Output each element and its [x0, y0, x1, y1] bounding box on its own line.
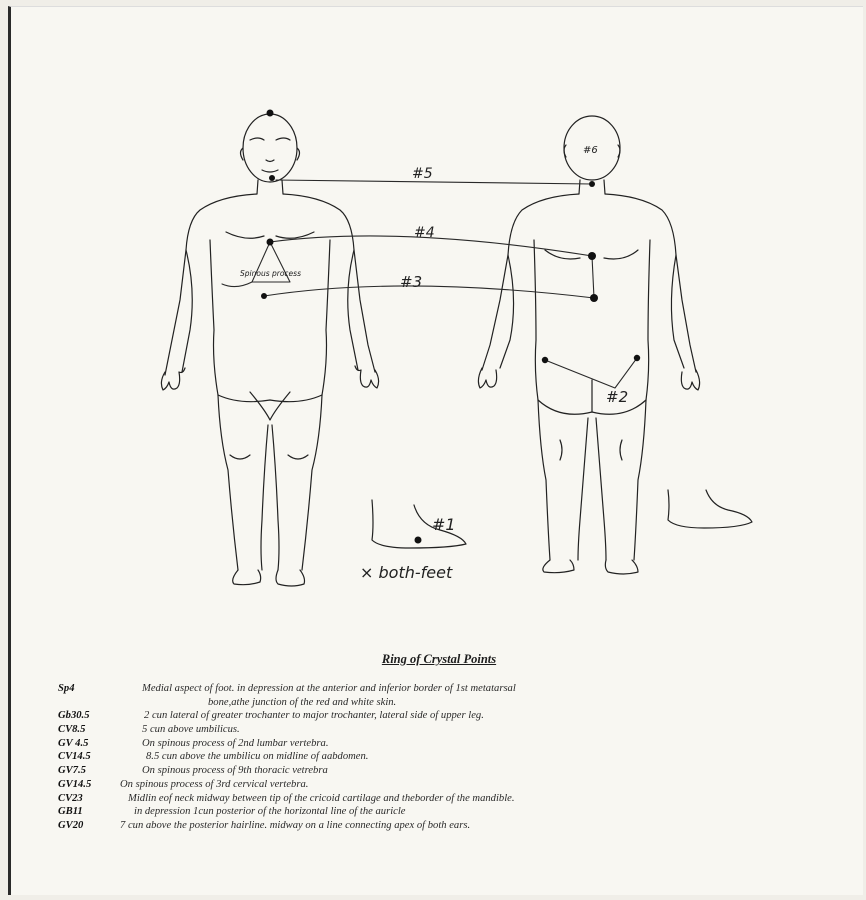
point-code: GV20 — [58, 819, 83, 833]
point-desc: 7 cun above the posterior hairline. midw… — [120, 819, 470, 833]
route-5-label: #5 — [412, 166, 433, 182]
point-sp4 — [415, 537, 422, 544]
route-3-line — [264, 286, 594, 298]
point-row: Gb30.5 2 cun lateral of greater trochante… — [58, 709, 818, 723]
point-desc-cont: bone,athe junction of the red and white … — [208, 696, 396, 710]
point-row: GV20 7 cun above the posterior hairline. … — [58, 819, 818, 833]
point-desc: On spinous process of 9th thoracic vetre… — [142, 764, 328, 778]
point-code: CV23 — [58, 792, 83, 806]
point-row: CV23 Midlin eof neck midway between tip o… — [58, 792, 818, 806]
point-desc: On spinous process of 2nd lumbar vertebr… — [142, 737, 328, 751]
point-code: GV7.5 — [58, 764, 86, 778]
point-cv23 — [269, 175, 275, 181]
point-row: GB11 in depression 1cun posterior of the … — [58, 805, 818, 819]
point-gv7-5 — [588, 252, 596, 260]
point-desc: Midlin eof neck midway between tip of th… — [128, 792, 515, 806]
point-code: CV8.5 — [58, 723, 85, 737]
point-desc: in depression 1cun posterior of the hori… — [134, 805, 406, 819]
point-code: GB11 — [58, 805, 83, 819]
point-desc: On spinous process of 3rd cervical verte… — [120, 778, 308, 792]
point-desc: Medial aspect of foot. in depression at … — [142, 682, 516, 696]
point-row-cont: bone,athe junction of the red and white … — [58, 696, 818, 710]
route-3-label: #3 — [400, 273, 422, 291]
point-row: GV 4.5 On spinous process of 2nd lumbar v… — [58, 737, 818, 751]
document-title: Ring of Crystal Points — [0, 652, 866, 667]
point-desc: 8.5 cun above the umbilicu on midline of… — [146, 750, 368, 764]
point-code: Sp4 — [58, 682, 75, 696]
point-row: CV8.5 5 cun above umbilicus. — [58, 723, 818, 737]
route-2-label: #2 — [606, 388, 628, 406]
point-code: Gb30.5 — [58, 709, 90, 723]
point-desc: 5 cun above umbilicus. — [142, 723, 240, 737]
point-desc: 2 cun lateral of greater trochanter to m… — [144, 709, 484, 723]
point-list: Sp4 Medial aspect of foot. in depression … — [58, 682, 818, 833]
point-row: Sp4 Medial aspect of foot. in depression … — [58, 682, 818, 696]
acupoint-body-diagram: #5 #4 #3 #2 #1 #6 Spinous process × both… — [0, 0, 866, 640]
point-code: GV14.5 — [58, 778, 91, 792]
point-gv14-5 — [589, 181, 595, 187]
point-code: CV14.5 — [58, 750, 91, 764]
back-body-figure — [478, 116, 699, 574]
point-row: CV14.5 8.5 cun above the umbilicu on midl… — [58, 750, 818, 764]
point-code: GV 4.5 — [58, 737, 88, 751]
front-body-figure — [161, 114, 378, 586]
point-gb30-right — [634, 355, 640, 361]
route-1-label: #1 — [432, 515, 456, 534]
foot-note-label: × both-feet — [360, 563, 453, 582]
route-2-line — [545, 358, 637, 388]
navel-note-label: Spinous process — [240, 269, 301, 278]
point-gv4-5 — [590, 294, 598, 302]
point-cv8-5 — [261, 293, 267, 299]
foot-sketch-right — [668, 490, 752, 528]
point-gb30-left — [542, 357, 548, 363]
point-row: GV7.5 On spinous process of 9th thoracic … — [58, 764, 818, 778]
point-cv14-5 — [267, 239, 274, 246]
point-row: GV14.5 On spinous process of 3rd cervical… — [58, 778, 818, 792]
head-back-label: #6 — [583, 145, 598, 156]
route-vertical-back — [592, 256, 594, 298]
point-gv20-front — [267, 110, 274, 117]
route-5-line — [276, 180, 592, 184]
route-4-label: #4 — [414, 225, 435, 241]
